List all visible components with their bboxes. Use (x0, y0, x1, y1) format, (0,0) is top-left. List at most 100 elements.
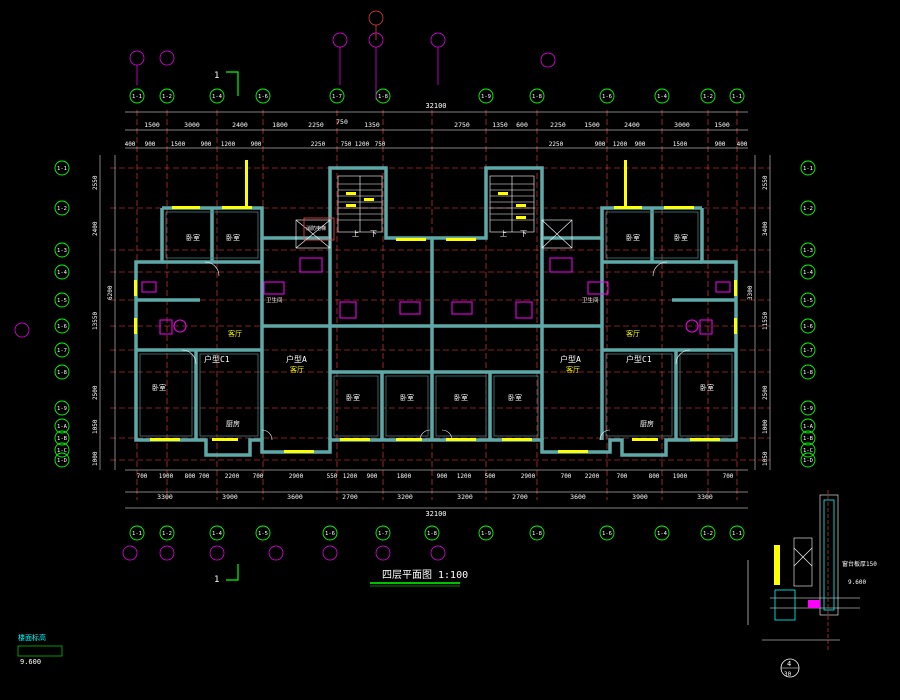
axis-bubble-circle (729, 525, 745, 541)
axis-bubble-label: 1-6 (803, 324, 813, 330)
section-mark-label: 1 (214, 71, 219, 81)
axis-bubble-bottom: 1-4 (209, 525, 225, 541)
dim-text: 3400 (762, 221, 769, 236)
detail-callout-sheet: 30 (784, 671, 792, 678)
dim-text: 3300 (697, 493, 713, 501)
axis-bubble-circle (255, 88, 271, 104)
dim-text: 2900 (521, 473, 536, 480)
lift-shaft-left (295, 219, 331, 249)
axis-bubble-left: 1-6 (54, 318, 70, 334)
stair-down-label: 下 (520, 230, 527, 238)
axis-bubble-left: 1-B (54, 430, 70, 446)
dim-text: 1200 (355, 141, 370, 148)
dim-text: 2500 (92, 385, 99, 400)
axis-bubble-label: 1-6 (602, 531, 612, 537)
axis-bubble-right: 1-2 (800, 200, 816, 216)
unit-label-c1-left: 户型C1 (204, 354, 230, 364)
dim-left: 2550 2400 6200 13550 2500 1050 1000 (92, 175, 114, 466)
axis-bubble-circle (729, 88, 745, 104)
axis-bubble-circle (800, 442, 816, 458)
dimension-lines (99, 111, 771, 509)
axis-bubble-circle (800, 418, 816, 434)
dim-text: 3200 (457, 493, 473, 501)
dim-text: 1200 (457, 473, 472, 480)
axis-bubble-label: 1-4 (212, 94, 223, 100)
axis-bubble-circle (54, 200, 70, 216)
axis-bubble-left: 1-3 (54, 242, 70, 258)
axis-bubble-label: 1-8 (378, 94, 388, 100)
axis-bubble-bottom: 1-1 (129, 525, 145, 541)
axis-bubble-label: 1-2 (703, 531, 713, 537)
axis-bubble-label: 1-4 (803, 270, 814, 276)
dim-top-inner: 400 900 1500 900 1200 900 2250 750 1200 … (125, 141, 748, 148)
dim-text: 2400 (232, 121, 248, 129)
dim-text: 1500 (673, 141, 688, 148)
dim-text: 2200 (225, 473, 240, 480)
room-bedroom: 卧室 (400, 393, 414, 402)
section-callout-top (368, 10, 384, 40)
axis-bubble-left: 1-C (54, 442, 70, 458)
dim-text: 6200 (107, 285, 114, 300)
axis-bubble-label: 1-9 (481, 531, 491, 537)
axis-bubble-bottom: 1-1 (729, 525, 745, 541)
drawing-title: 四层平面图 1:100 (382, 569, 468, 581)
axis-bubble-label: 1-2 (162, 94, 172, 100)
dim-text: 2550 (762, 175, 769, 190)
axis-bubble-circle (529, 525, 545, 541)
axis-bubble-circle (54, 418, 70, 434)
dim-text: 1000 (92, 451, 99, 466)
axis-bubble-label: 1-8 (532, 531, 542, 537)
axis-bubble-label: 1-6 (602, 94, 612, 100)
axis-bubble-label: 1-6 (325, 531, 335, 537)
axis-bubble-circle (54, 242, 70, 258)
dim-text: 900 (145, 141, 156, 148)
axis-bubble-label: 1-5 (57, 298, 67, 304)
dim-text: 2250 (308, 121, 324, 129)
dim-text: 2250 (311, 141, 326, 148)
axis-bubble-label: 1-3 (803, 248, 813, 254)
dim-text: 750 (336, 118, 348, 126)
dim-text: 1500 (714, 121, 730, 129)
wall-section-detail: 窗台板厚150 9.600 4 30 (747, 490, 877, 678)
axis-bubble-circle (54, 430, 70, 446)
walls (134, 166, 738, 457)
axis-bubble-circle (375, 525, 391, 541)
axis-bubble-label: 1-7 (332, 94, 342, 100)
dim-text: 11550 (762, 312, 769, 330)
axis-bubble-right: 1-B (800, 430, 816, 446)
axis-bubble-circle (800, 264, 816, 280)
axis-bubble-circle (209, 88, 225, 104)
axis-bubble-top: 1-1 (729, 88, 745, 104)
dim-text: 550 (327, 473, 338, 480)
axis-bubble-circle (54, 452, 70, 468)
axis-bubble-left: 1-5 (54, 292, 70, 308)
unit-label-c1-right: 户型C1 (626, 354, 652, 364)
axis-bubble-circle (800, 160, 816, 176)
room-bedroom: 卧室 (346, 393, 360, 402)
dim-text: 400 (737, 141, 748, 148)
total-width-bottom: 32100 (425, 510, 446, 518)
room-bath: 卫生间 (582, 296, 599, 304)
axis-bubble-circle (800, 242, 816, 258)
dim-text: 3000 (184, 121, 200, 129)
dim-text: 1500 (171, 141, 186, 148)
dim-text: 1350 (492, 121, 508, 129)
dim-text: 3200 (397, 493, 413, 501)
dim-text: 2200 (585, 473, 600, 480)
dim-text: 1200 (613, 141, 628, 148)
axis-bubble-label: 1-B (57, 436, 68, 442)
axis-bubble-label: 1-8 (532, 94, 542, 100)
axis-bubble-circle (800, 200, 816, 216)
axis-bubble-right: 1-C (800, 442, 816, 458)
axis-bubble-circle (255, 525, 271, 541)
dim-text: 700 (253, 473, 264, 480)
room-bedroom: 卧室 (152, 383, 166, 392)
dim-text: 700 (137, 473, 148, 480)
dim-text: 2750 (454, 121, 470, 129)
axis-bubble-top: 1-6 (599, 88, 615, 104)
dim-text: 1900 (673, 473, 688, 480)
axis-bubble-right: 1-4 (800, 264, 816, 280)
axis-bubble-circle (54, 342, 70, 358)
dim-text: 1000 (762, 419, 769, 434)
room-labels: 户型C1 户型A 户型A 户型C1 卧室 卧室 卧室 卧室 卧室 卧室 卧室 卧… (152, 225, 714, 428)
